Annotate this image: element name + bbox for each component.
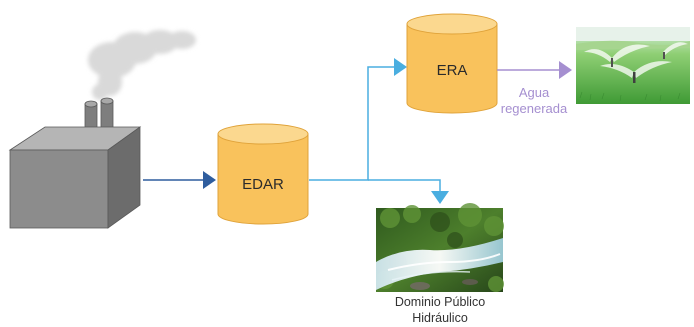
reclaimed-water-label-line1: Agua — [519, 85, 550, 100]
arrow-head-to-era — [394, 58, 407, 76]
era-label: ERA — [437, 62, 468, 79]
edar-tank: EDAR — [217, 123, 309, 225]
factory-icon — [8, 97, 142, 229]
smoke-icon — [88, 30, 196, 100]
edar-label: EDAR — [242, 176, 284, 193]
edar-outflow-connector — [309, 66, 441, 191]
arrow-factory-to-edar — [143, 171, 216, 189]
reclaimed-water-label-line2: regenerada — [501, 101, 568, 116]
irrigation-sprinkler-photo — [576, 27, 690, 104]
arrow-head-to-river — [431, 191, 449, 204]
river-caption-line1: Dominio Público — [395, 295, 485, 309]
river-caption-line2: Hidráulico — [412, 311, 468, 325]
era-tank: ERA — [406, 13, 498, 114]
river-photo — [376, 203, 504, 292]
arrow-era-to-irrigation — [497, 61, 572, 79]
